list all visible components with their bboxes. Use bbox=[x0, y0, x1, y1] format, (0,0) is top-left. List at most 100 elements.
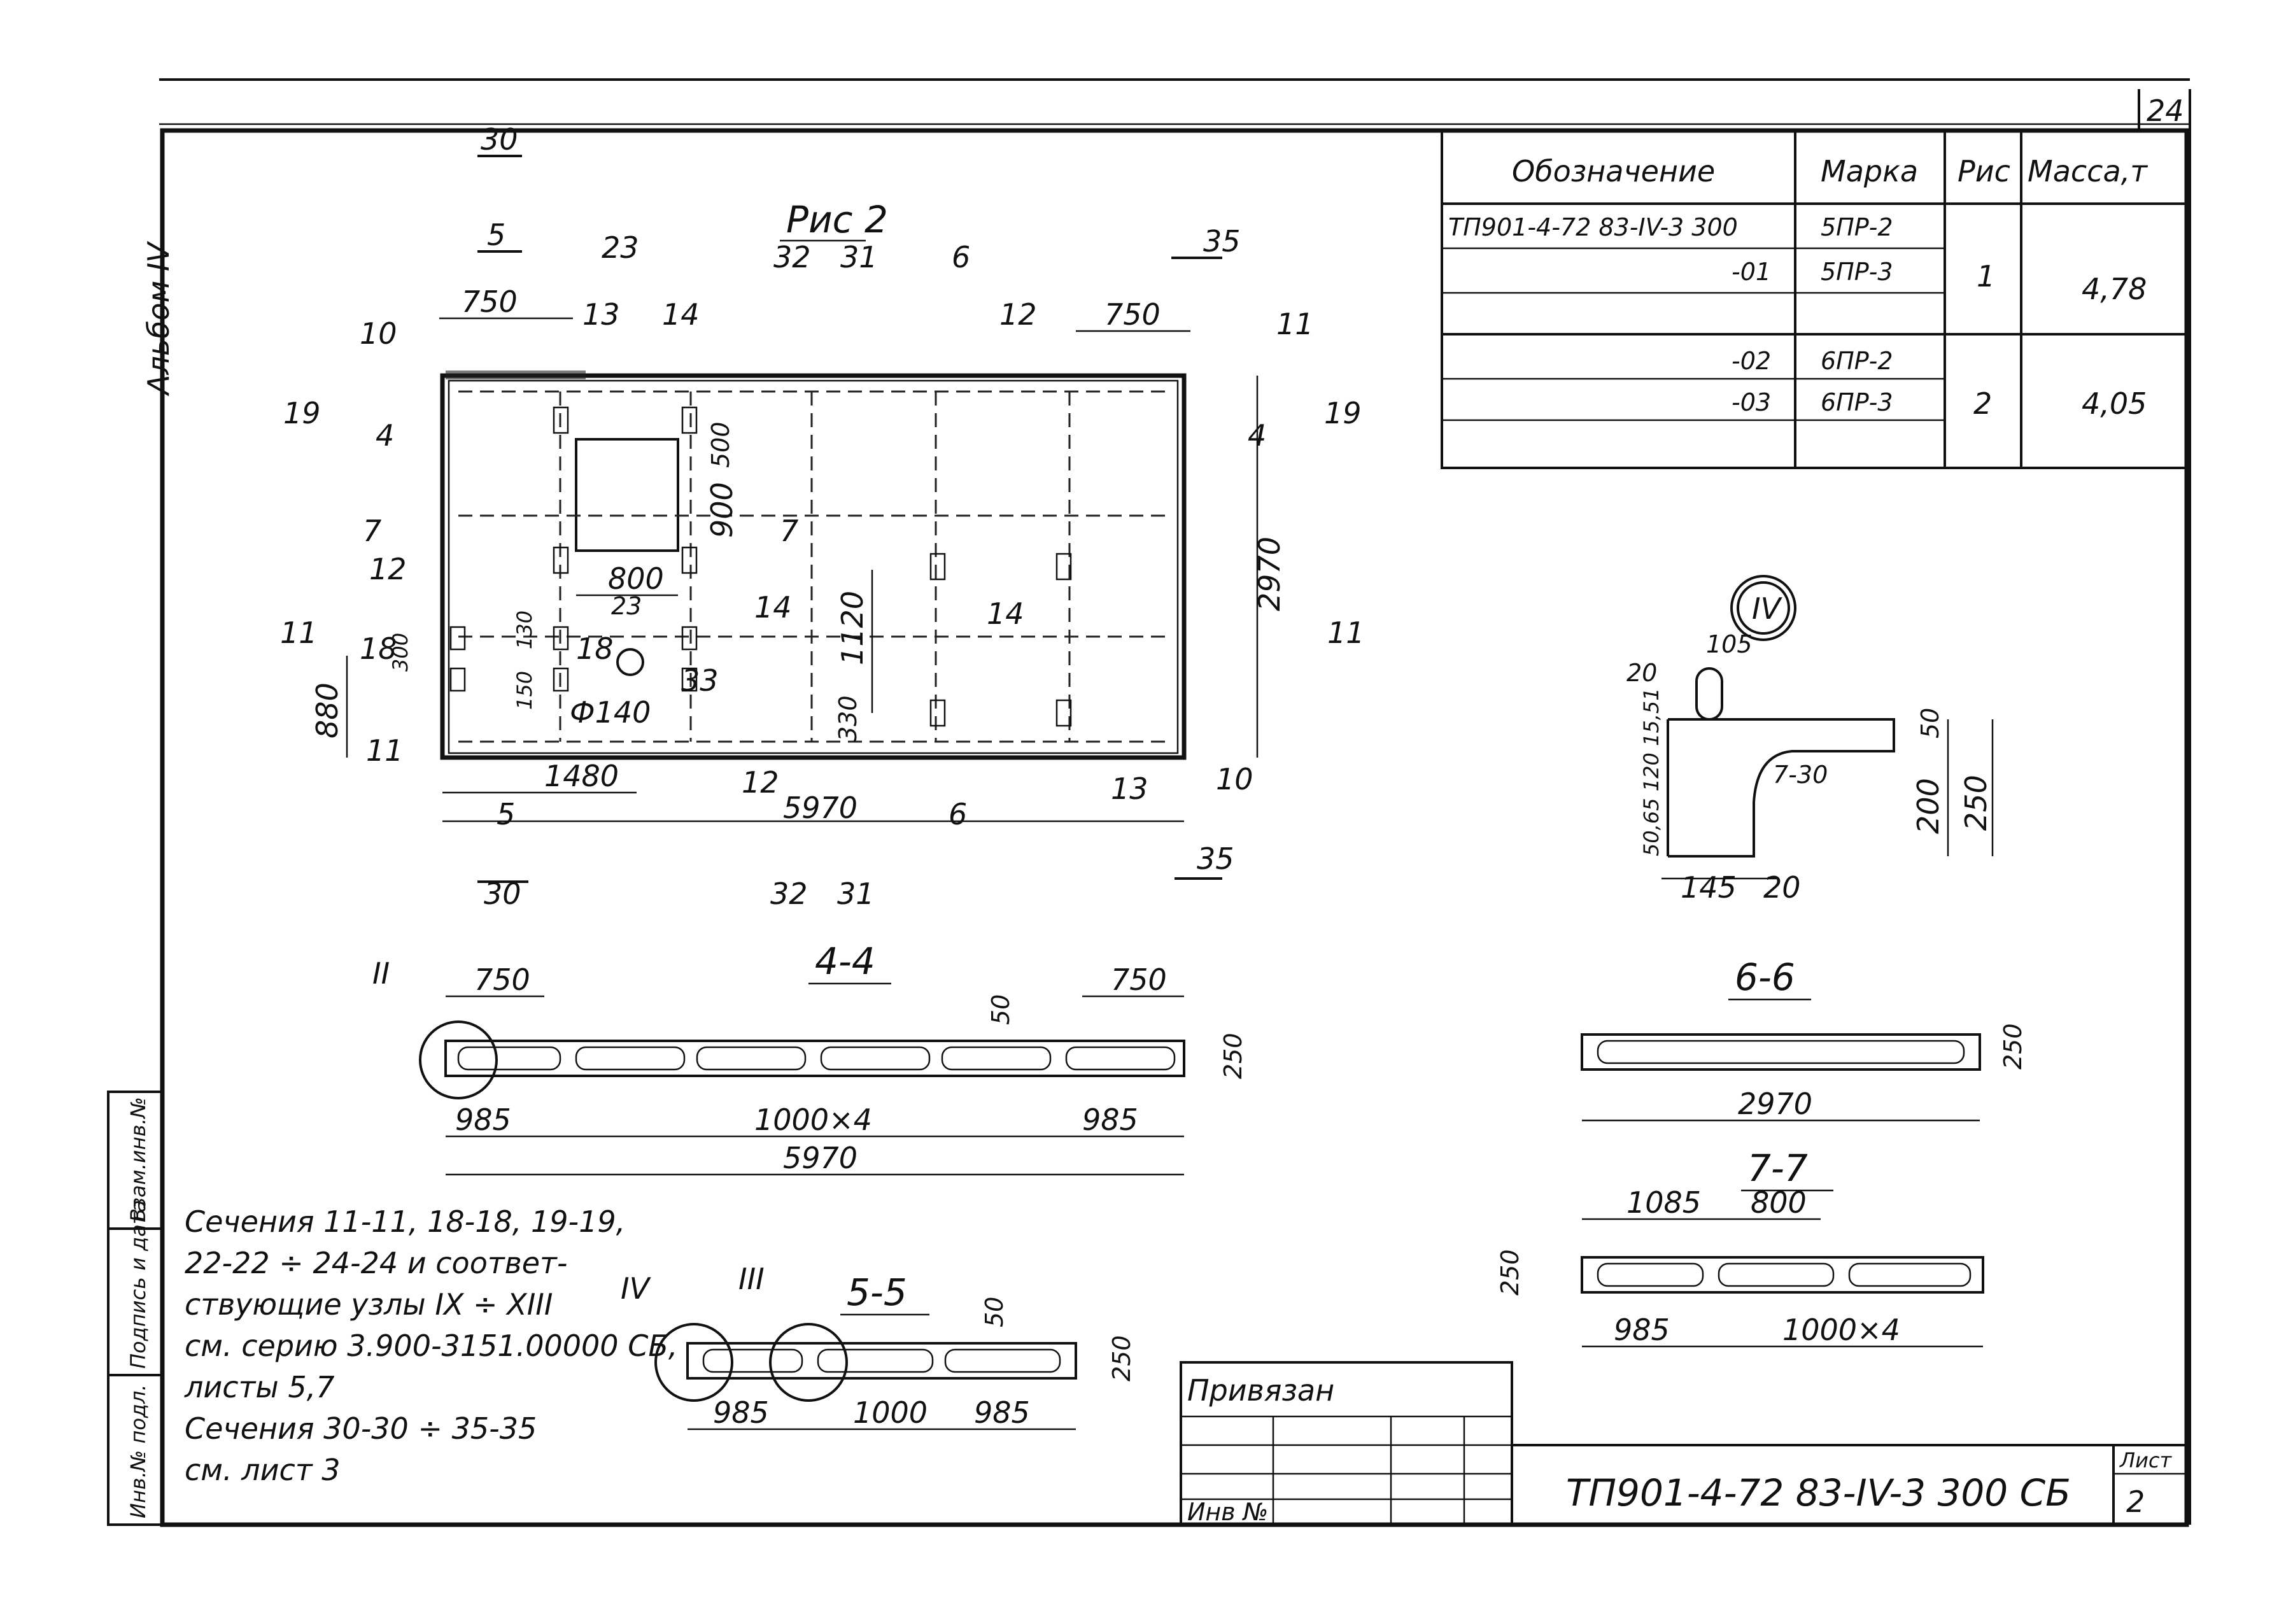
mark-13-bottom: 13 bbox=[1111, 772, 1148, 806]
mark-12-left: 12 bbox=[369, 552, 407, 586]
section-4-4: 4-4 II 750 750 985 1000×4 985 5970 50 25… bbox=[372, 940, 1247, 1176]
node-iv-145: 145 bbox=[1681, 870, 1737, 905]
sec-7-7-title: 7-7 bbox=[1747, 1147, 1808, 1190]
mark-19-right: 19 bbox=[1324, 396, 1362, 430]
mark-30-top: 30 bbox=[481, 122, 518, 157]
dim-750-right: 750 bbox=[1104, 297, 1161, 332]
node-iv-105: 105 bbox=[1706, 630, 1753, 658]
dim-500: 500 bbox=[707, 421, 735, 468]
sec-5-5-dim-985b: 985 bbox=[974, 1395, 1030, 1430]
mark-14-right: 14 bbox=[987, 597, 1024, 631]
sec-7-7-dim-250: 250 bbox=[1496, 1249, 1524, 1296]
mark-11-right: 11 bbox=[1276, 307, 1314, 341]
mark-18-left: 18 bbox=[360, 632, 397, 666]
mark-31-bottom: 31 bbox=[837, 877, 875, 911]
sheet-number: 24 bbox=[2147, 94, 2184, 128]
note-line-5: листы 5,7 bbox=[184, 1370, 334, 1404]
dim-1480: 1480 bbox=[544, 759, 619, 793]
sec-6-6-dim-2970: 2970 bbox=[1738, 1087, 1812, 1121]
section-7-7: 7-7 1085 800 985 1000×4 250 bbox=[1496, 1147, 1984, 1348]
group-fig-1: 1 bbox=[1977, 259, 1995, 293]
sec-7-7-dim-985: 985 bbox=[1614, 1313, 1670, 1347]
mark-12-top: 12 bbox=[999, 297, 1037, 332]
sec-4-4-dim-750b: 750 bbox=[1111, 963, 1167, 997]
node-iv-20a: 20 bbox=[1626, 659, 1657, 687]
plan-view: Рис 2 30 bbox=[280, 122, 1365, 911]
sec-5-5-title: 5-5 bbox=[847, 1271, 907, 1314]
mark-6-top: 6 bbox=[952, 240, 970, 274]
node-iv-200: 200 bbox=[1911, 778, 1945, 834]
mark-19-left: 19 bbox=[283, 396, 321, 430]
dim-800: 800 bbox=[608, 561, 664, 596]
node-iv-label: IV bbox=[1752, 591, 1783, 626]
sec-7-7-dim-1000x4: 1000×4 bbox=[1782, 1313, 1900, 1347]
strip-cell-inv: Инв.№ подл. bbox=[126, 1384, 150, 1518]
row-designation-1: ТП901-4-72 83-IV-3 300 bbox=[1448, 213, 1738, 241]
mark-10-left: 10 bbox=[360, 316, 397, 351]
mark-4-left: 4 bbox=[376, 418, 394, 453]
sec-4-4-dim-750a: 750 bbox=[474, 963, 530, 997]
sec-4-4-dim-250: 250 bbox=[1219, 1033, 1247, 1079]
note-line-3: ствующие узлы IX ÷ XIII bbox=[185, 1287, 553, 1322]
sec-4-4-title: 4-4 bbox=[815, 940, 875, 983]
notes: Сечения 11-11, 18-18, 19-19, 22-22 ÷ 24-… bbox=[184, 1204, 678, 1487]
mark-5-top: 5 bbox=[487, 218, 505, 252]
sec-4-4-dim-985b: 985 bbox=[1082, 1103, 1138, 1137]
sec-4-4-dim-985a: 985 bbox=[455, 1103, 511, 1137]
row-mark-1: 5ПР-2 bbox=[1821, 213, 1893, 241]
sec-6-6-title: 6-6 bbox=[1735, 956, 1795, 999]
row-mark-5: 6ПР-3 bbox=[1821, 388, 1893, 416]
note-line-1: Сечения 11-11, 18-18, 19-19, bbox=[185, 1204, 625, 1239]
section-5-5: 5-5 IV III 985 1000 985 50 250 bbox=[621, 1262, 1136, 1430]
group-fig-2: 2 bbox=[1973, 386, 1992, 421]
stamp-inv-label: Инв № bbox=[1187, 1498, 1268, 1526]
node-iv-50: 50 bbox=[1916, 708, 1944, 738]
sec-5-5-dim-985a: 985 bbox=[713, 1395, 769, 1430]
row-designation-5: -03 bbox=[1732, 388, 1771, 416]
mark-32-top: 32 bbox=[773, 240, 811, 274]
row-mark-4: 6ПР-2 bbox=[1821, 347, 1893, 375]
dim-900: 900 bbox=[705, 482, 739, 538]
sec-5-5-node-iii: III bbox=[738, 1262, 765, 1296]
dim-750-left: 750 bbox=[462, 285, 518, 319]
dim-330: 330 bbox=[834, 695, 862, 742]
left-strip: Взам.инв.№ Подпись и дата Инв.№ подл. bbox=[107, 1091, 164, 1526]
note-line-7: см. лист 3 bbox=[185, 1453, 341, 1487]
header-mass: Масса,т bbox=[2028, 154, 2148, 188]
mark-31-top: 31 bbox=[840, 240, 878, 274]
sec-5-5-dim-50: 50 bbox=[980, 1297, 1008, 1327]
section-6-6: 6-6 2970 250 bbox=[1581, 956, 2027, 1122]
mark-33-mid: 33 bbox=[681, 663, 719, 698]
figure-title: Рис 2 bbox=[786, 198, 888, 241]
mark-35-bottom: 35 bbox=[1197, 842, 1234, 876]
mark-12-bottom: 12 bbox=[742, 765, 779, 800]
dim-880: 880 bbox=[310, 682, 344, 738]
mark-23-top: 23 bbox=[602, 230, 639, 265]
dim-2970: 2970 bbox=[1252, 537, 1287, 611]
strip-cell-replace: Взам.инв.№ bbox=[126, 1097, 150, 1222]
sec-4-4-node: II bbox=[372, 956, 390, 991]
mark-7-left: 7 bbox=[363, 514, 381, 548]
mark-14-top: 14 bbox=[662, 297, 700, 332]
mark-13-top: 13 bbox=[582, 297, 620, 332]
mark-18-mid: 18 bbox=[576, 632, 614, 666]
header-designation: Обозначение bbox=[1512, 154, 1715, 188]
node-iv-20b: 20 bbox=[1763, 870, 1801, 905]
mark-5-bottom: 5 bbox=[497, 797, 515, 831]
note-line-2: 22-22 ÷ 24-24 и соответ- bbox=[185, 1246, 567, 1280]
dim-300: 300 bbox=[388, 633, 413, 672]
sec-5-5-node-iv: IV bbox=[621, 1271, 652, 1306]
row-designation-2: -01 bbox=[1732, 258, 1771, 286]
mark-11-left: 11 bbox=[280, 616, 318, 650]
node-iv-250: 250 bbox=[1959, 775, 1993, 831]
mark-32-bottom: 32 bbox=[770, 877, 808, 911]
sec-6-6-dim-250: 250 bbox=[1999, 1023, 2027, 1070]
album-label: Альбом IV bbox=[141, 241, 176, 397]
note-line-4: см. серию 3.900-3151.00000 СБ, bbox=[185, 1329, 678, 1363]
dim-130: 130 bbox=[512, 611, 537, 649]
row-mark-2: 5ПР-3 bbox=[1821, 258, 1893, 286]
stamp-code: ТП901-4-72 83-IV-3 300 СБ bbox=[1566, 1471, 2071, 1515]
header-fig: Рис bbox=[1958, 154, 2010, 188]
stamp-bound-label: Привязан bbox=[1187, 1373, 1334, 1408]
